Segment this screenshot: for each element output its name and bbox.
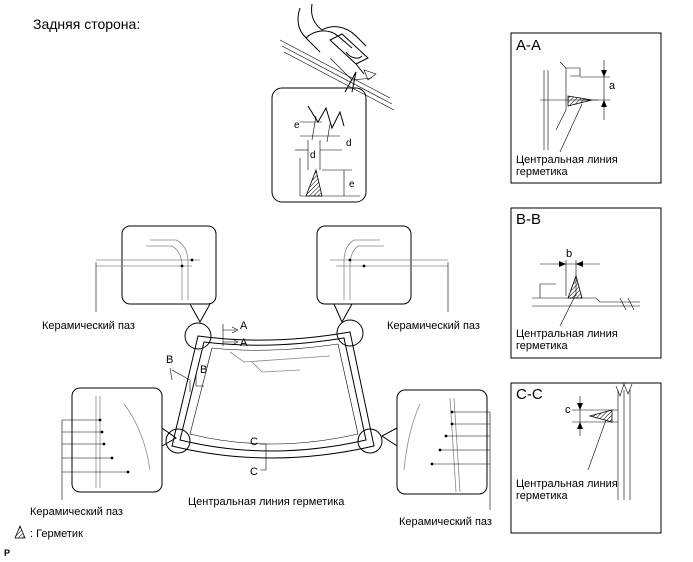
ceramic-groove-label-upper-right: Керамический паз <box>387 320 480 332</box>
bead-profile-callout: e d d e <box>271 71 367 203</box>
marker-c-upper: C <box>250 436 258 448</box>
marker-a-upper: A <box>240 320 248 332</box>
section-aa-box <box>510 32 662 184</box>
sealant-legend-icon <box>14 524 26 539</box>
section-aa-sealant-line1: Центральная линия <box>516 154 618 166</box>
section-markers <box>169 324 267 471</box>
svg-text:d: d <box>310 150 316 161</box>
ceramic-groove-label-lower-left: Керамический паз <box>30 506 123 518</box>
detail-lower-left <box>61 387 177 500</box>
dim-c-label: c <box>565 404 571 416</box>
ceramic-groove-label-upper-left: Керамический паз <box>42 320 135 332</box>
detail-upper-right <box>316 225 449 324</box>
page-title: Задняя сторона: <box>33 16 141 32</box>
section-cc-title: C-C <box>516 386 543 403</box>
svg-text:e: e <box>294 120 300 131</box>
section-bb-box <box>510 207 662 359</box>
section-aa-title: A-A <box>516 37 542 54</box>
footer-code: P <box>4 548 11 558</box>
svg-text:d: d <box>346 138 352 149</box>
section-cc-sealant-line1: Центральная линия <box>516 478 618 490</box>
windshield-outline <box>165 319 383 459</box>
svg-text:e: e <box>349 179 355 190</box>
marker-b-upper: B <box>166 354 174 366</box>
marker-a-lower: A <box>240 337 248 349</box>
sealant-legend-label: : Герметик <box>30 528 83 540</box>
section-bb-sealant-line2: герметика <box>516 340 568 352</box>
ceramic-groove-label-lower-right: Керамический паз <box>399 516 492 528</box>
section-bb-title: B-B <box>516 211 542 228</box>
section-cc-box <box>510 382 662 534</box>
marker-c-lower: C <box>250 466 258 478</box>
sealant-center-line-label: Центральная линия герметика <box>188 496 345 508</box>
section-aa-sealant-line2: герметика <box>516 166 568 178</box>
section-bb-sealant-line1: Центральная линия <box>516 328 618 340</box>
hand-applicator-illustration <box>279 3 395 111</box>
detail-lower-right <box>381 389 491 510</box>
detail-upper-left <box>95 225 217 324</box>
marker-b-lower: B <box>200 364 208 376</box>
dim-b-label: b <box>566 248 573 260</box>
section-cc-sealant-line2: герметика <box>516 490 568 502</box>
dim-a-label: a <box>609 80 616 92</box>
